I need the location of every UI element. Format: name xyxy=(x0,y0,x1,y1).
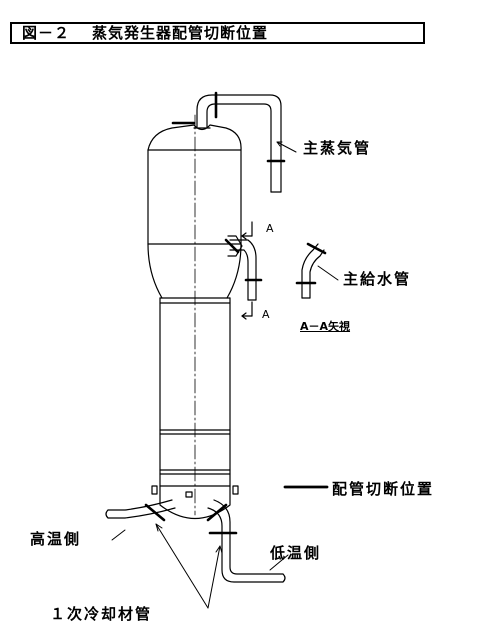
leader-lines xyxy=(111,141,339,609)
cut-position-legend-label: 配管切断位置 xyxy=(332,480,435,498)
figure-title: 図－２ 蒸気発生器配管切断位置 xyxy=(10,22,425,44)
figure-number: 図－２ xyxy=(22,24,71,42)
main-feedwater-pipe-label: 主給水管 xyxy=(343,270,412,288)
aa-view-label: A－A矢視 xyxy=(300,320,351,333)
section-a-markers xyxy=(241,221,253,320)
cold-leg-pipe xyxy=(207,499,286,583)
main-steam-pipe-drawing xyxy=(193,94,282,193)
primary-coolant-pipe-label: １次冷却材管 xyxy=(50,605,153,623)
feedwater-nozzle-drawing xyxy=(227,235,257,301)
cut-position-marks xyxy=(144,91,327,535)
hot-side-label: 高温側 xyxy=(30,530,82,548)
steam-generator-vessel xyxy=(147,114,242,520)
section-a-top-label: A xyxy=(266,222,274,235)
main-steam-pipe-label: 主蒸気管 xyxy=(303,139,372,157)
aa-view-pipe xyxy=(301,243,325,299)
figure-title-text: 蒸気発生器配管切断位置 xyxy=(92,24,269,42)
section-a-bottom-label: A xyxy=(262,308,270,321)
cold-side-label: 低温側 xyxy=(270,544,322,562)
hot-leg-pipe xyxy=(105,499,176,519)
